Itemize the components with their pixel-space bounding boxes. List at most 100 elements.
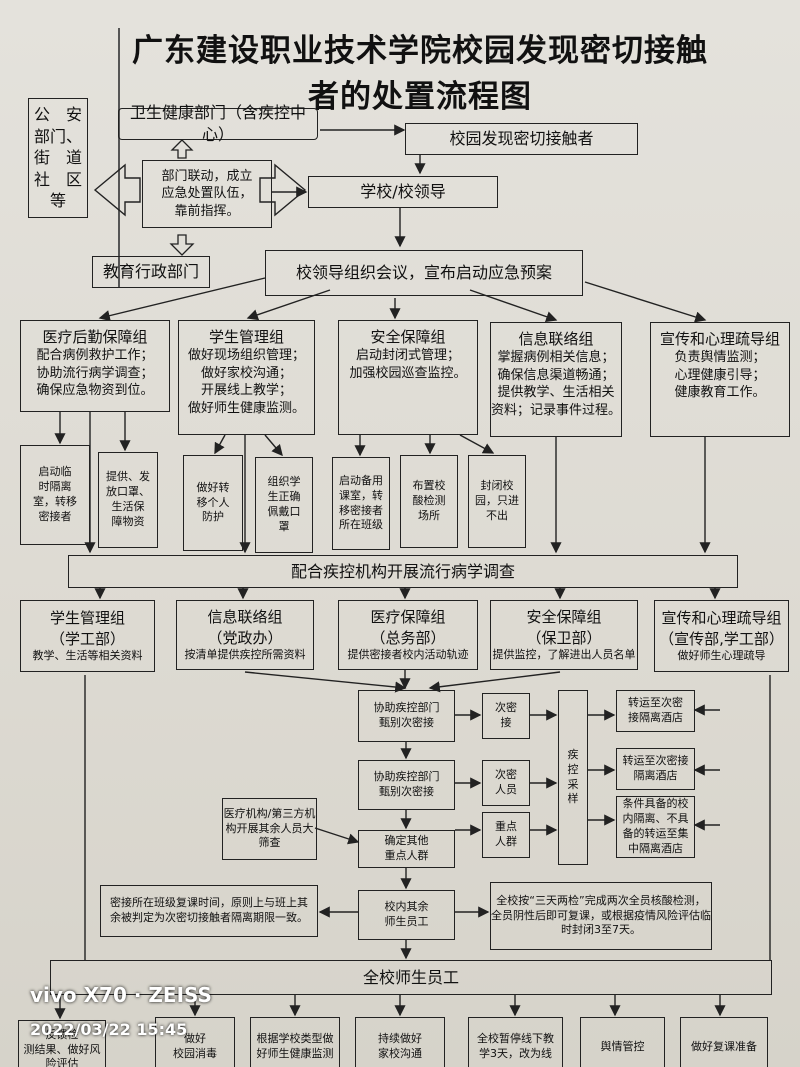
- epi-survey-bar: 配合疾控机构开展流行病学调查: [68, 555, 738, 588]
- subtask-supplies-label: 提供、发 放口罩、 生活保 障物资: [106, 470, 150, 528]
- discover-label: 校园发现密切接触者: [449, 129, 594, 149]
- subtask-protection-label: 做好转 移个人 防护: [196, 480, 230, 524]
- transfer-1-label: 转运至次密 接隔离酒店: [628, 696, 683, 724]
- row2-security-text: 提供监控，了解进出人员名单: [492, 647, 636, 661]
- subtask-close-campus-label: 封闭校 园，只进 不出: [475, 479, 519, 522]
- row2-security-name: 安全保障组 （保卫部）: [526, 608, 602, 647]
- rest-staff-label: 校内其余 师生员工: [384, 900, 429, 928]
- discover-contact-box: 校园发现密切接触者: [405, 123, 638, 155]
- subtask-masks: 组织学 生正确 佩戴口 罩: [255, 457, 313, 553]
- third-party-label: 医疗机构/第三方机 构开展其余人员大 筛查: [223, 806, 316, 850]
- class-rule-label: 密接所在班级复课时间，原则上与班上其 余被判定为次密切接触者隔离期限一致。: [110, 896, 308, 924]
- sub-person-box: 次密 人员: [482, 760, 530, 806]
- bottom-health-monitor: 根据学校类型做 好师生健康监测: [250, 1017, 340, 1067]
- row2-medical: 医疗保障组 （总务部）提供密接者校内活动轨迹: [338, 600, 478, 670]
- police-label: 公 安 部门、 街 道 社 区 等: [34, 105, 83, 211]
- group-security-text: 启动封闭式管理； 加强校园巡查监控。: [349, 348, 467, 381]
- row2-student-text: 教学、生活等相关资料: [32, 648, 143, 662]
- edu-dept-label: 教育行政部门: [102, 262, 199, 282]
- bottom-feedback: 反馈检 测结果、做好风 险评估: [18, 1020, 106, 1067]
- bottom-opinion-label: 舆情管控: [600, 1039, 645, 1053]
- meeting-label: 校领导组织会议，宣布启动应急预案: [295, 263, 552, 283]
- camera-watermark: vivo X70 · ZEISS: [30, 983, 212, 1007]
- subtask-backup-room: 启动备用 课室，转 移密接者 所在班级: [332, 457, 390, 550]
- other-key-label: 确定其他 重点人群: [384, 834, 429, 862]
- school-leader-box: 学校/校领导: [308, 176, 498, 208]
- group-info-name: 信息联络组: [518, 330, 594, 348]
- linkage-box: 部门联动，成立 应急处置队伍， 靠前指挥。: [142, 160, 272, 228]
- subtask-close-campus: 封闭校 园，只进 不出: [468, 455, 526, 548]
- transfer-2-label: 转运至次密接 隔离酒店: [622, 754, 689, 782]
- transfer-2-box: 转运至次密接 隔离酒店: [616, 748, 695, 790]
- subtask-protection: 做好转 移个人 防护: [183, 455, 243, 551]
- group-publicity: 宣传和心理疏导组负责舆情监测； 心理健康引导； 健康教育工作。: [650, 322, 790, 437]
- row2-publicity: 宣传和心理疏导组 （宣传部,学工部）做好师生心理疏导: [654, 600, 789, 672]
- bottom-feedback-label: 反馈检 测结果、做好风 险评估: [23, 1027, 101, 1067]
- transfer-3-label: 条件具备的校 内隔离、不具 备的转运至集 中隔离酒店: [622, 797, 689, 855]
- bottom-pause-teaching: 全校暂停线下教 学3天，改为线: [468, 1017, 563, 1067]
- third-party-box: 医疗机构/第三方机 构开展其余人员大 筛查: [222, 798, 317, 860]
- edu-dept-box: 教育行政部门: [92, 256, 210, 288]
- class-rule-box: 密接所在班级复课时间，原则上与班上其 余被判定为次密切接触者隔离期限一致。: [100, 885, 318, 937]
- key-group-box: 重点 人群: [482, 812, 530, 858]
- group-security-name: 安全保障组: [370, 328, 446, 346]
- group-info-text: 掌握病例相关信息； 确保信息渠道畅通； 提供教学、生活相关 资料；记录事件过程。: [491, 350, 622, 418]
- row2-info: 信息联络组 （党政办）按清单提供疾控所需资料: [176, 600, 314, 670]
- assist-screen-2-label: 协助疾控部门 甄别次密接: [373, 770, 440, 798]
- bottom-disinfect-label: 做好 校园消毒: [173, 1032, 217, 1060]
- transfer-1-box: 转运至次密 接隔离酒店: [616, 690, 695, 732]
- group-student-name: 学生管理组: [208, 328, 284, 346]
- row2-medical-name: 医疗保障组 （总务部）: [370, 608, 446, 647]
- bottom-home-school-label: 持续做好 家校沟通: [378, 1032, 422, 1060]
- group-info: 信息联络组掌握病例相关信息； 确保信息渠道畅通； 提供教学、生活相关 资料；记录…: [490, 322, 622, 437]
- police-community-box: 公 安 部门、 街 道 社 区 等: [28, 98, 88, 218]
- all-staff-bar: 全校师生员工: [50, 960, 772, 995]
- group-medical-name: 医疗后勤保障组: [42, 328, 148, 346]
- row2-medical-text: 提供密接者校内活动轨迹: [347, 647, 469, 661]
- group-publicity-text: 负责舆情监测； 心理健康引导； 健康教育工作。: [674, 350, 766, 401]
- row2-info-name: 信息联络组 （党政办）: [207, 608, 283, 647]
- row2-student: 学生管理组 （学工部）教学、生活等相关资料: [20, 600, 155, 672]
- health-dept-label: 卫生健康部门（含疾控中心）: [129, 103, 306, 144]
- bottom-pause-teaching-label: 全校暂停线下教 学3天，改为线: [477, 1032, 554, 1060]
- subtask-testing-site: 布置校 酸检测 场所: [400, 455, 458, 548]
- sub-close-label: 次密 接: [495, 701, 517, 729]
- photo-timestamp: 2022/03/22 15:45: [30, 1020, 188, 1039]
- transfer-3-box: 条件具备的校 内隔离、不具 备的转运至集 中隔离酒店: [616, 796, 695, 858]
- row2-publicity-text: 做好师生心理疏导: [677, 648, 766, 662]
- row2-publicity-name: 宣传和心理疏导组 （宣传部,学工部）: [659, 609, 784, 648]
- meeting-box: 校领导组织会议，宣布启动应急预案: [265, 250, 583, 296]
- bottom-health-monitor-label: 根据学校类型做 好师生健康监测: [256, 1032, 334, 1060]
- all-staff-label: 全校师生员工: [362, 967, 459, 987]
- health-dept-box: 卫生健康部门（含疾控中心）: [118, 103, 318, 144]
- linkage-label: 部门联动，成立 应急处置队伍， 靠前指挥。: [161, 168, 253, 219]
- group-security: 安全保障组启动封闭式管理； 加强校园巡查监控。: [338, 320, 478, 435]
- bottom-resume: 做好复课准备: [680, 1017, 768, 1067]
- testing-label: 全校按“三天两检”完成两次全员核酸检测， 全员阴性后即可复课，或根据疫情风险评估…: [491, 893, 711, 937]
- subtask-testing-site-label: 布置校 酸检测 场所: [412, 479, 446, 522]
- assist-screen-2: 协助疾控部门 甄别次密接: [358, 760, 455, 810]
- subtask-backup-room-label: 启动备用 课室，转 移密接者 所在班级: [339, 473, 383, 532]
- school-leader-label: 学校/校领导: [360, 182, 446, 202]
- group-medical-text: 配合病例救护工作； 协助流行病学调查； 确保应急物资到位。: [36, 348, 154, 399]
- row2-info-text: 按清单提供疾控所需资料: [184, 647, 306, 661]
- row2-security: 安全保障组 （保卫部）提供监控，了解进出人员名单: [490, 600, 638, 670]
- sampling-box: 疾 控 采 样: [558, 690, 588, 865]
- group-student-text: 做好现场组织管理； 做好家校沟通； 开展线上教学； 做好师生健康监测。: [187, 348, 305, 416]
- other-key-box: 确定其他 重点人群: [358, 830, 455, 868]
- epi-survey-label: 配合疾控机构开展流行病学调查: [290, 561, 515, 581]
- sampling-label: 疾 控 采 样: [567, 747, 579, 806]
- margin-line: [118, 28, 120, 288]
- sub-person-label: 次密 人员: [495, 768, 517, 796]
- group-student: 学生管理组做好现场组织管理； 做好家校沟通； 开展线上教学； 做好师生健康监测。: [178, 320, 315, 435]
- bottom-opinion: 舆情管控: [580, 1017, 665, 1067]
- assist-screen-1: 协助疾控部门 甄别次密接: [358, 690, 455, 742]
- group-medical: 医疗后勤保障组配合病例救护工作； 协助流行病学调查； 确保应急物资到位。: [20, 320, 170, 412]
- sub-close-box: 次密 接: [482, 693, 530, 739]
- page-title: 广东建设职业技术学院校园发现密切接触者的处置流程图: [132, 33, 708, 115]
- group-publicity-name: 宣传和心理疏导组: [659, 330, 780, 348]
- row2-student-name: 学生管理组 （学工部）: [49, 609, 125, 648]
- subtask-isolation: 启动临 时隔离 室，转移 密接者: [20, 445, 90, 545]
- subtask-masks-label: 组织学 生正确 佩戴口 罩: [267, 475, 301, 533]
